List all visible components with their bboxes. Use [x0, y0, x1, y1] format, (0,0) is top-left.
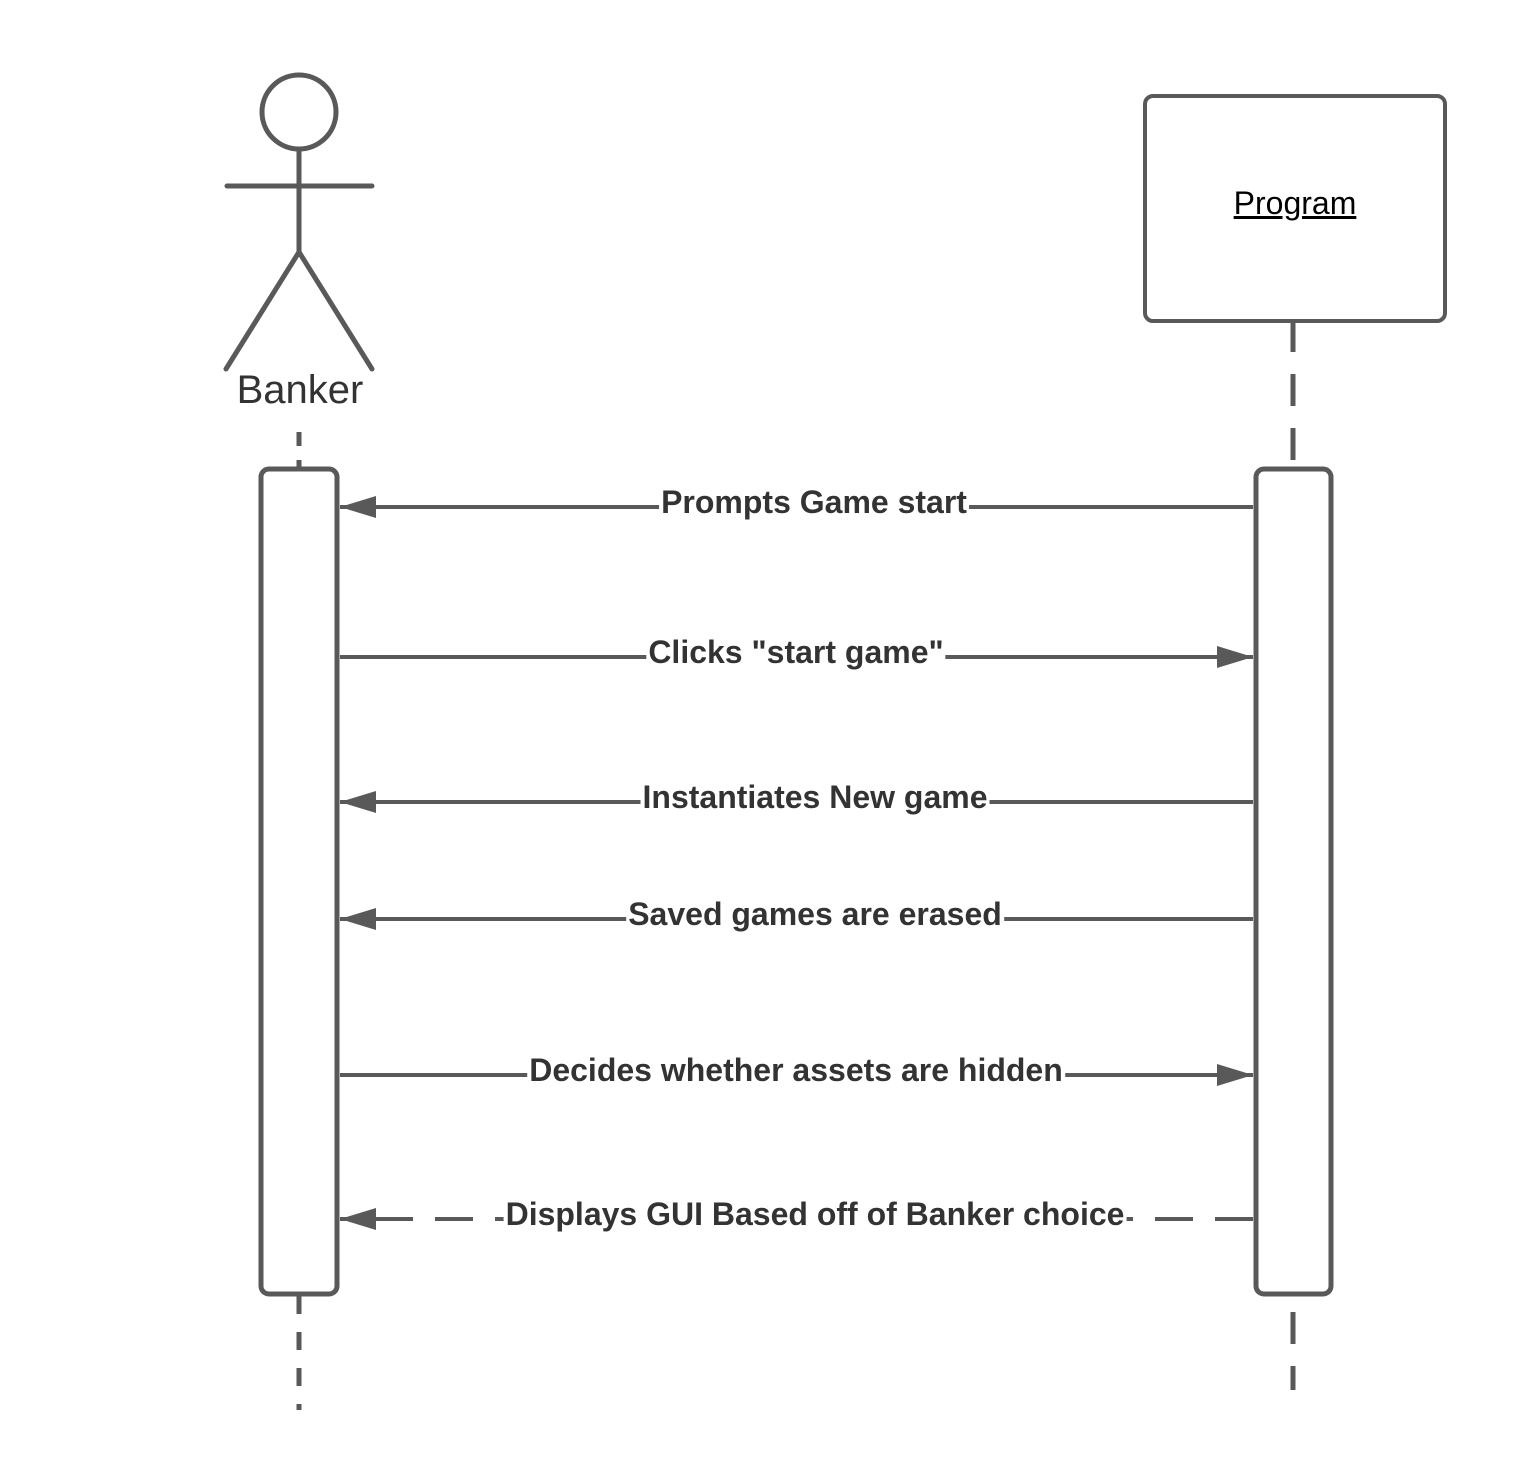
message-label: Instantiates New game — [640, 778, 990, 816]
banker-activation-bar — [258, 466, 340, 1297]
message-label: Clicks "start game" — [646, 633, 946, 671]
actor-right-leg — [296, 249, 375, 372]
message-arrows — [340, 496, 1253, 1230]
actor-stick-figure-icon — [223, 72, 375, 372]
program-object-label: Program — [1233, 185, 1357, 221]
message-label: Displays GUI Based off of Banker choice — [503, 1195, 1127, 1233]
message-label: Saved games are erased — [626, 895, 1004, 933]
actor-head — [259, 72, 339, 152]
program-activation-bar — [1253, 466, 1334, 1297]
message-label: Prompts Game start — [659, 483, 969, 521]
actor-left-leg — [223, 249, 302, 372]
program-object-box: Program — [1143, 94, 1447, 323]
actor-name-label: Banker — [236, 368, 364, 412]
message-label: Decides whether assets are hidden — [527, 1051, 1065, 1089]
